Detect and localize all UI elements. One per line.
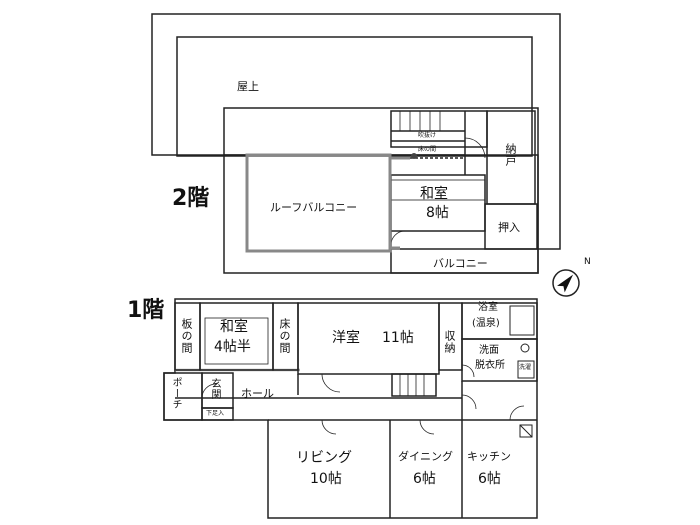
tokonoma-1f-label: 床の間 (278, 318, 291, 354)
tokonoma-2f-label: 床の間 (418, 146, 437, 153)
kitchen-name: キッチン (467, 450, 511, 463)
floor-label-2f: 2階 (172, 186, 210, 211)
stair-1f (391, 373, 437, 397)
balcony-2f (390, 248, 539, 274)
living-size: 10帖 (310, 471, 342, 487)
stairwell-open-label: 吹抜け (418, 132, 437, 139)
itanoma-label: 板の間 (180, 318, 193, 354)
washitsu-2f-size: 8帖 (426, 205, 449, 221)
roof-balcony-label: ルーフバルコニー (270, 201, 358, 214)
shoebox-label: 下足入 (206, 410, 225, 417)
dining-size: 6帖 (413, 471, 436, 487)
washitsu-1f-name: 和室 (220, 319, 248, 335)
washroom-1f (461, 338, 538, 382)
shoebox-1f (201, 407, 234, 421)
bath-label-1: 浴室 (478, 302, 498, 313)
storage-2f-label: 納戸 (504, 143, 517, 167)
compass-icon (552, 269, 580, 297)
roof-balcony-outline (245, 153, 392, 253)
rooftop-inner (176, 36, 533, 157)
washitsu-1f-size: 4帖半 (214, 339, 251, 355)
rooftop-label: 屋上 (237, 80, 259, 93)
washitsu-2f-name: 和室 (420, 186, 448, 202)
porch-label: ポーチ (170, 377, 181, 410)
compass-label: N (584, 257, 591, 267)
western-room-1f (297, 302, 440, 375)
bath-label-2: (温泉) (472, 318, 500, 329)
laundry-label: 洗濯 (519, 364, 532, 371)
storage-1f-label: 収納 (443, 330, 456, 354)
washitsu-1f (199, 302, 274, 371)
hall-label: ホール (241, 387, 274, 400)
washroom-label-2: 脱衣所 (475, 360, 505, 371)
washroom-label-1: 洗面 (479, 345, 499, 356)
dining-name: ダイニング (398, 450, 453, 463)
rooftop-outline (151, 13, 561, 250)
western-room-name: 洋室 (332, 330, 360, 346)
balcony-2f-label: バルコニー (433, 257, 488, 270)
living-name: リビング (296, 450, 352, 466)
western-room-size: 11帖 (382, 330, 414, 346)
closet-2f-label: 押入 (498, 221, 520, 234)
washitsu-2f (390, 174, 486, 232)
entrance-label: 玄関 (209, 378, 220, 400)
kitchen-size: 6帖 (478, 471, 501, 487)
upper-floor-outline (223, 154, 539, 274)
floor-label-1f: 1階 (127, 298, 165, 323)
